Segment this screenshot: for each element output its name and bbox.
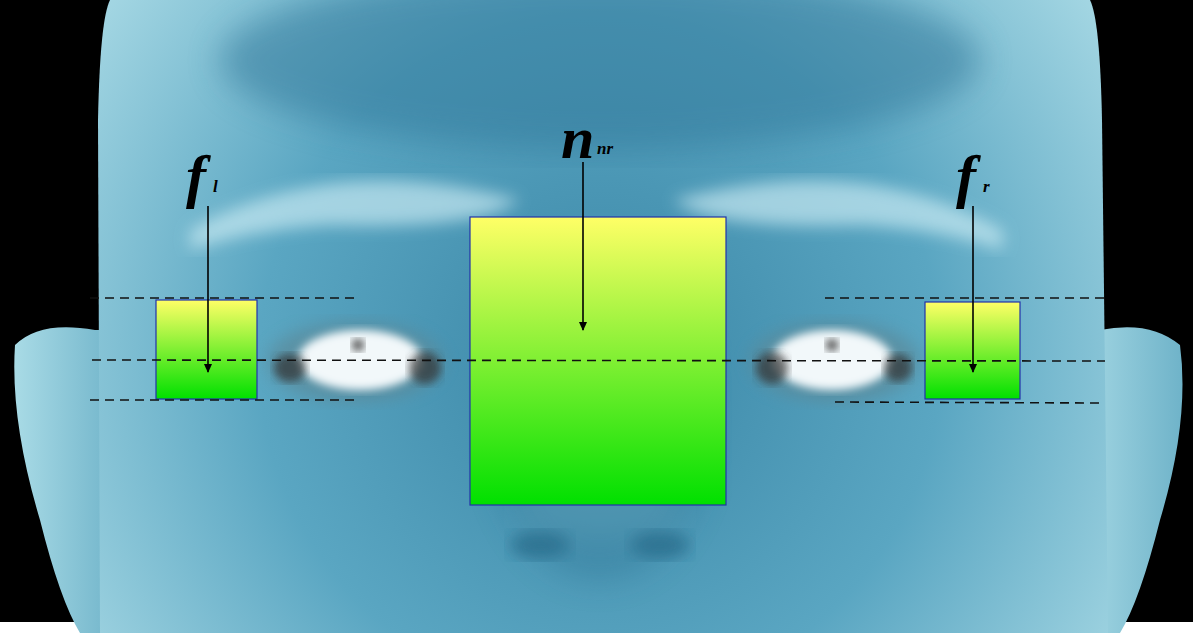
symbol-subscript: r [983, 178, 990, 195]
nose-region-box [470, 217, 726, 505]
pupil [826, 339, 838, 351]
forehead-shade [220, 0, 980, 150]
symbol-letter: f [956, 146, 976, 206]
eye-corner [409, 352, 441, 384]
pupil [352, 339, 364, 351]
symbol-subscript: l [213, 178, 218, 195]
symbol-subscript: nr [597, 140, 613, 157]
eye-corner [274, 354, 306, 382]
symbol-letter: n [561, 108, 594, 168]
eye-corner [756, 352, 788, 384]
dashed-guides [90, 298, 1105, 403]
left-eye-socket [267, 322, 443, 402]
symbol-letter: f [186, 146, 206, 206]
left-eye [298, 330, 422, 390]
left-region-box [156, 300, 257, 399]
leader-arrows [208, 162, 973, 372]
eye-corner [884, 354, 912, 382]
right-eye-socket [750, 322, 920, 402]
